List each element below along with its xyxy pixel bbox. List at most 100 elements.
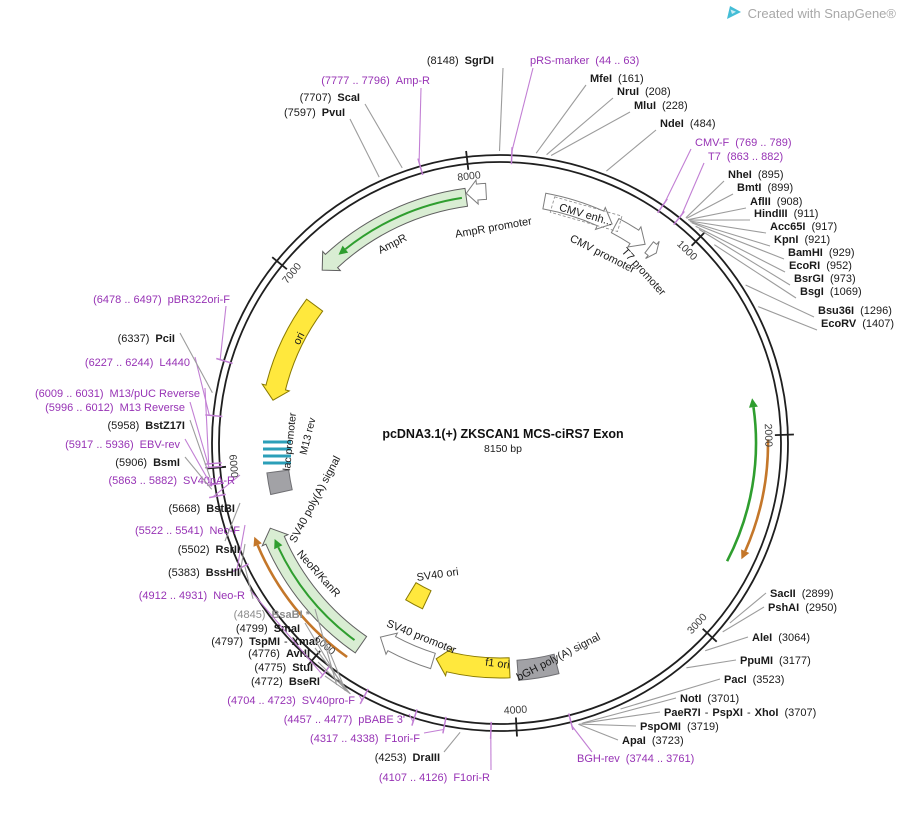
leader-line-RsrII xyxy=(239,543,246,576)
site-label-BsaBI: (4845)BsaBI * xyxy=(234,608,338,686)
leader-line-PacI xyxy=(620,678,721,710)
site-label-F1ori-F: (4317 .. 4338)F1ori-F xyxy=(310,728,444,745)
site-label-NheI: NheI(895) xyxy=(685,169,784,219)
site-label-PvuI: (7597)PvuI xyxy=(284,107,380,178)
site-label-BseRI: (4772)BseRI xyxy=(251,675,351,695)
leader-line-EcoRV xyxy=(757,306,818,331)
leader-line-Neo-R xyxy=(249,589,324,676)
leader-line-BmtI xyxy=(686,193,734,219)
site-label-text-NruI: NruI(208) xyxy=(617,86,671,98)
site-label-text-AflII: AflII(908) xyxy=(750,196,802,208)
feature-label-text: SV40 ori xyxy=(416,566,459,584)
feature-label-ori: ori xyxy=(291,330,307,346)
leader-line-EcoRI xyxy=(695,225,786,273)
site-label-text-HindIII: HindIII(911) xyxy=(754,208,818,220)
feature-shape-T7-promoter xyxy=(644,240,660,259)
feature-shape-SV40-promoter xyxy=(379,632,436,670)
feature-lac-promoter-icon xyxy=(263,440,291,465)
insert-exon-arc-green-arc xyxy=(725,407,758,562)
site-label-text-BstBI: (5668)BstBI xyxy=(168,503,235,515)
site-label-text-L4440: (6227 .. 6244)L4440 xyxy=(85,357,190,369)
site-label-text-BsgI: BsgI(1069) xyxy=(800,286,862,298)
site-label-RsrII: (5502)RsrII xyxy=(178,543,246,576)
scale-label-2000: 2000 xyxy=(762,423,775,447)
site-label-M13-pUC-Reverse: (6009 .. 6031)M13/pUC Reverse xyxy=(35,387,210,464)
leader-line-pRS-marker xyxy=(511,67,534,152)
site-label-text-M13-pUC-Reverse: (6009 .. 6031)M13/pUC Reverse xyxy=(35,388,200,400)
feature-ori xyxy=(261,298,324,401)
site-label-text-BsmI: (5906)BsmI xyxy=(115,457,180,469)
leader-line-BamHI xyxy=(691,222,785,260)
feature-neo-orange-arc xyxy=(253,536,348,659)
site-label-text-Bsu36I: Bsu36I(1296) xyxy=(818,305,892,317)
site-label-text-BstZ17I: (5958)BstZ17I xyxy=(107,420,185,432)
feature-bGH-polyA-signal xyxy=(516,653,560,681)
site-label-AflII: AflII(908) xyxy=(687,196,802,221)
site-label-text-T7: T7(863 .. 882) xyxy=(708,151,783,163)
site-label-text-SgrDI: (8148)SgrDI xyxy=(427,55,494,67)
scale-label-8000: 8000 xyxy=(457,169,482,184)
feature-T7-promoter xyxy=(644,240,660,259)
site-label-text-SmaI: (4799)SmaI xyxy=(236,623,300,635)
leader-line-BstBI xyxy=(224,502,241,542)
site-label-pBABE-3: (4457 .. 4477)pBABE 3' xyxy=(284,713,414,726)
site-label-BGH-rev: BGH-rev(3744 .. 3761) xyxy=(571,725,694,765)
site-label-NdeI: NdeI(484) xyxy=(606,118,716,172)
leader-line-AflII xyxy=(687,207,747,221)
site-label-text-M13-Reverse: (5996 .. 6012)M13 Reverse xyxy=(45,402,185,414)
site-label-text-Neo-R: (4912 .. 4931)Neo-R xyxy=(139,590,245,602)
site-label-BsgI: BsgI(1069) xyxy=(713,244,862,299)
site-label-Bsu36I: Bsu36I(1296) xyxy=(745,284,892,318)
site-label-NruI: NruI(208) xyxy=(546,86,671,156)
primer-tick-6236 xyxy=(205,414,223,418)
site-label-text-PshAI: PshAI(2950) xyxy=(768,602,837,614)
site-label-HindIII: HindIII(911) xyxy=(688,208,818,221)
leader-line-NotI xyxy=(582,697,677,724)
site-label-text-pRS-marker: pRS-marker(44 .. 63) xyxy=(530,55,639,67)
leader-line-SacII xyxy=(729,592,767,624)
scale-tick-6000 xyxy=(207,465,227,470)
feature-shape-f1-ori xyxy=(435,647,511,679)
site-label-text-RsrII: (5502)RsrII xyxy=(178,544,240,556)
leader-line-Acc65I xyxy=(689,220,767,234)
AmpR-inner-arrow-arc xyxy=(344,196,463,250)
site-label-text-MluI: MluI(228) xyxy=(634,100,688,112)
feature-AmpR-inner-arrow xyxy=(338,196,463,255)
primer-tick-4327 xyxy=(442,716,447,734)
site-label-text-Neo-F: (5522 .. 5541)Neo-F xyxy=(135,525,240,537)
site-label-text-BsaBI: (4845)BsaBI * xyxy=(234,609,311,621)
leader-line-SgrDI xyxy=(498,67,504,152)
feature-AmpR-promoter xyxy=(465,178,488,206)
leader-line-PaeR7I-PspXI-XhoI xyxy=(581,711,661,724)
feature-shape-NeoR-KanR xyxy=(261,527,368,654)
scale-tick-3000 xyxy=(702,628,718,643)
site-label-text-PpuMI: PpuMI(3177) xyxy=(740,655,811,667)
site-label-SacII: SacII(2899) xyxy=(729,588,833,624)
leader-line-PspOMI xyxy=(579,723,637,727)
site-label-TspMI-XmaI: (4797)TspMI-XmaI xyxy=(211,635,347,692)
site-label-SgrDI: (8148)SgrDI xyxy=(427,55,504,152)
site-label-PpuMI: PpuMI(3177) xyxy=(686,655,811,669)
leader-line-BsrGI xyxy=(698,228,791,286)
site-label-text-NotI: NotI(3701) xyxy=(680,693,739,705)
scale-tick-2000 xyxy=(774,433,794,436)
leader-line-AleI xyxy=(705,636,749,652)
feature-label-lac-promoter: lac promoter xyxy=(281,412,299,472)
site-label-text-BmtI: BmtI(899) xyxy=(737,182,793,194)
backbone-outer-circle xyxy=(211,154,789,732)
leader-line-EBV-rev xyxy=(184,438,212,486)
site-label-text-Amp-R: (7777 .. 7796)Amp-R xyxy=(321,75,430,87)
site-label-L4440: (6227 .. 6244)L4440 xyxy=(85,356,210,416)
site-label-NotI: NotI(3701) xyxy=(582,693,739,724)
site-label-text-CMV-F: CMV-F(769 .. 789) xyxy=(695,137,792,149)
feature-shape-SV40-polyA-signal xyxy=(266,469,293,496)
site-label-BsmI: (5906)BsmI xyxy=(115,456,213,490)
scale-label-6000: 6000 xyxy=(226,454,240,478)
site-label-text-DraIII: (4253)DraIII xyxy=(375,752,440,764)
site-label-BstZ17I: (5958)BstZ17I xyxy=(107,419,211,478)
feature-label-f1-ori: f1 ori xyxy=(484,657,510,672)
feature-shape-bGH-polyA-signal xyxy=(516,653,560,681)
leader-line-BseRI xyxy=(324,675,351,695)
feature-label-bgh-poly-a-signal: bGH poly(A) signal xyxy=(515,631,603,684)
